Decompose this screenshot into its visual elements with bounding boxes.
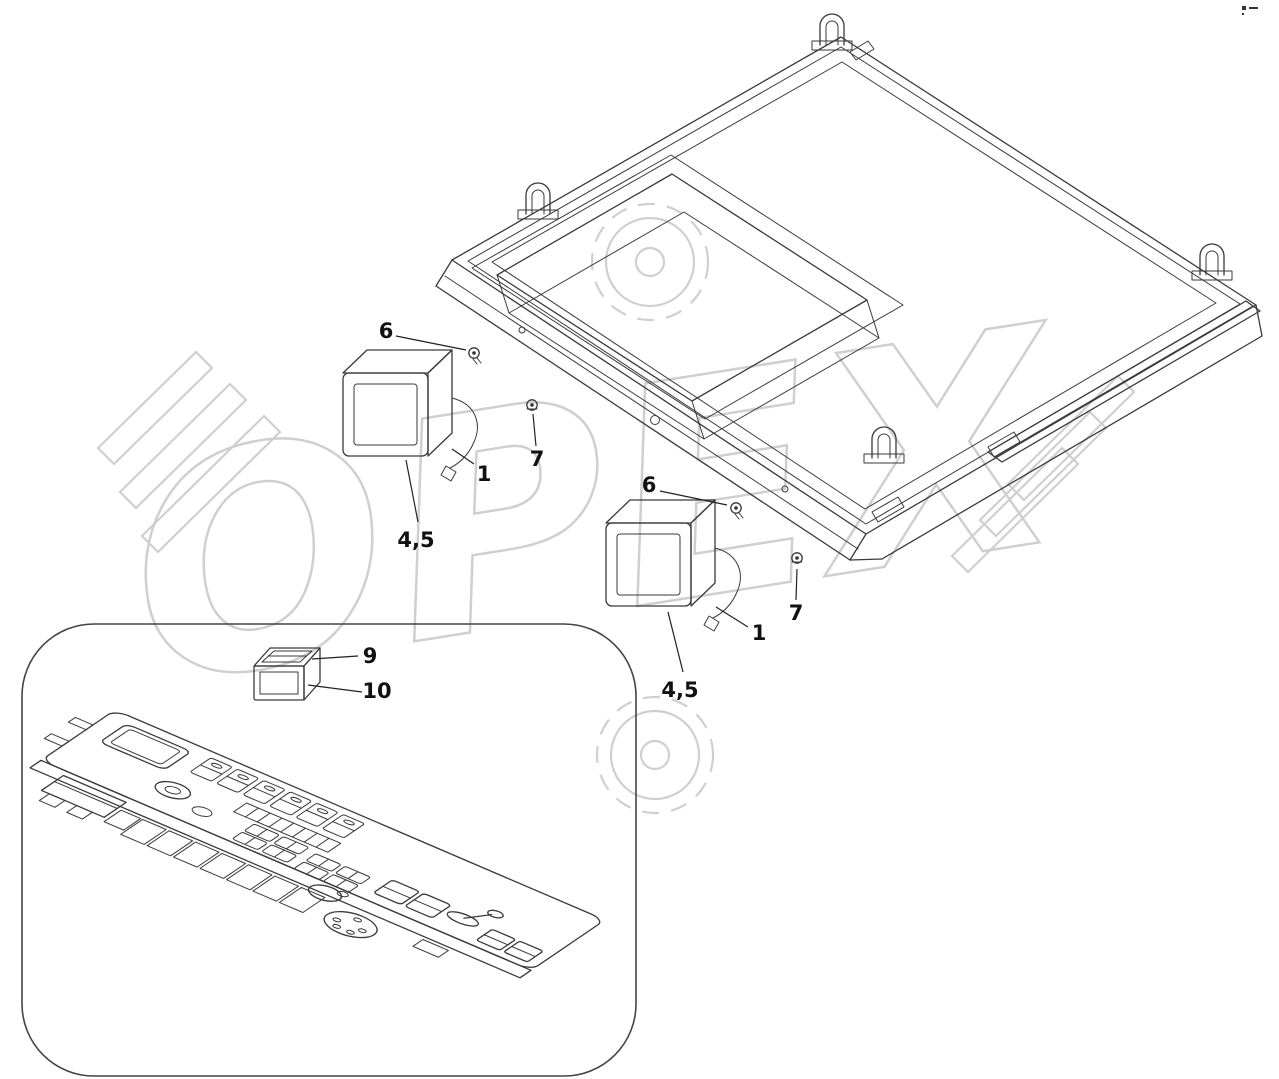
nut-icon <box>526 399 538 411</box>
detail-inset-border <box>21 623 637 1077</box>
bolt-icon <box>730 502 744 520</box>
side-rail <box>987 300 1261 463</box>
lifting-hook-icon <box>1191 243 1233 281</box>
corner-mark <box>1242 6 1258 15</box>
callout-10-switch: 10 <box>307 679 392 703</box>
lifting-hook-icon <box>811 13 853 51</box>
callout-7-rear-lamp: 7 <box>789 568 804 625</box>
panel-large-switches <box>373 880 451 918</box>
panel-apron <box>30 760 531 977</box>
wire-connector <box>703 615 720 632</box>
svg-text:6: 6 <box>642 473 657 497</box>
panel-connector-strip <box>234 803 341 852</box>
work-lamp-rear <box>605 499 741 632</box>
callout-45-front-lamp: 4,5 <box>397 459 435 552</box>
panel-bracket <box>31 775 126 824</box>
nut-icon <box>791 552 803 564</box>
svg-text:10: 10 <box>362 679 391 703</box>
panel-right-switches <box>476 929 543 962</box>
callout-9-switch: 9 <box>311 644 378 668</box>
panel-small-connector <box>413 940 448 958</box>
panel-display <box>100 724 192 770</box>
svg-text:1: 1 <box>752 621 767 645</box>
svg-text:4,5: 4,5 <box>661 678 698 702</box>
panel-knob <box>145 778 227 818</box>
panel-rib-cells <box>99 810 325 912</box>
watermark: OPEX <box>96 202 1136 815</box>
svg-text:7: 7 <box>530 447 545 471</box>
panel-blower <box>303 881 350 905</box>
callout-1-front-lamp: 1 <box>451 448 492 486</box>
panel-switch-group <box>229 824 374 892</box>
rocker-switch-drawing <box>253 647 321 701</box>
svg-text:4,5: 4,5 <box>397 528 434 552</box>
right-skirt <box>849 304 1263 561</box>
front-skirt <box>435 259 867 561</box>
callout-6-front-lamp: 6 <box>379 319 467 351</box>
gear-icon <box>595 695 715 815</box>
gear-icon <box>590 202 710 322</box>
roof-assembly-drawing <box>435 13 1263 561</box>
watermark-bands-left <box>96 350 282 554</box>
callout-7-front-lamp: 7 <box>530 413 545 471</box>
lifting-hook-icon <box>517 182 559 220</box>
svg-text:1: 1 <box>477 462 492 486</box>
svg-text:6: 6 <box>379 319 394 343</box>
corner-bracket <box>849 40 875 61</box>
wire-connector <box>440 465 457 482</box>
hatch-hole <box>650 415 660 425</box>
svg-text:9: 9 <box>363 644 378 668</box>
panel-round-connector <box>315 906 386 942</box>
lifting-hook-icon <box>863 426 905 464</box>
callout-6-rear-lamp: 6 <box>642 473 728 506</box>
panel-tab <box>68 717 93 729</box>
callout-45-rear-lamp: 4,5 <box>661 611 699 702</box>
control-panel-drawing <box>0 702 605 997</box>
lamp-wire <box>449 397 478 469</box>
panel-tab <box>44 734 69 746</box>
lamp-wire <box>712 547 741 619</box>
work-lamp-front <box>342 349 478 482</box>
bolt-icon <box>468 347 482 365</box>
callout-1-rear-lamp: 1 <box>715 606 767 645</box>
panel-joystick <box>443 899 506 932</box>
svg-text:7: 7 <box>789 601 804 625</box>
panel-switch-row <box>190 758 365 838</box>
